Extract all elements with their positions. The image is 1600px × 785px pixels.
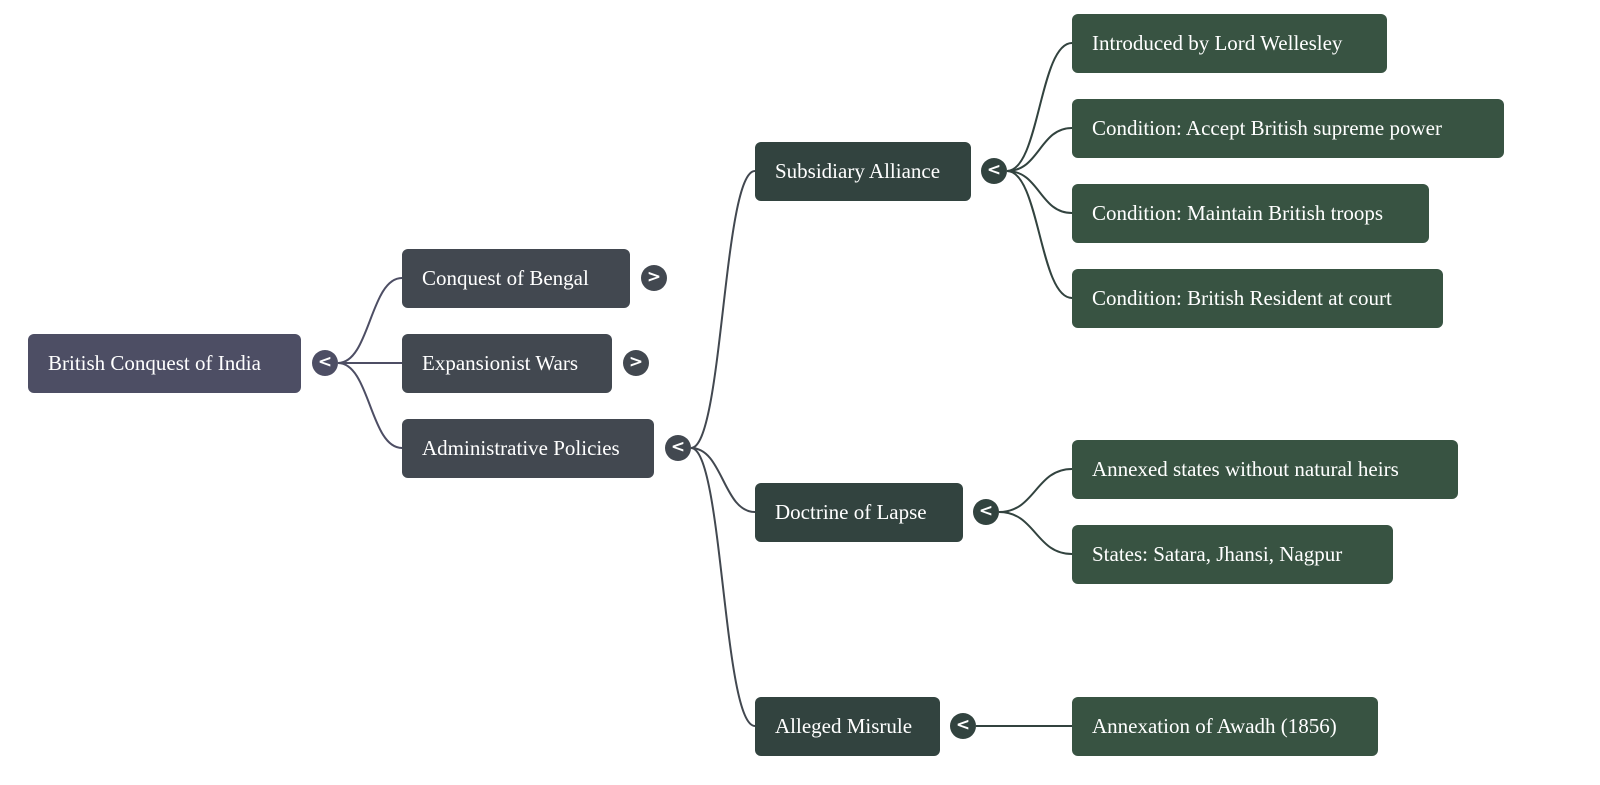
collapse-toggle-doctrine-of-lapse[interactable]: < bbox=[973, 499, 999, 525]
edge-doctrine-to-leaf-1 bbox=[998, 468, 1073, 513]
collapse-toggle-alleged-misrule[interactable]: < bbox=[950, 713, 976, 739]
node-doctrine-of-lapse[interactable]: Doctrine of Lapse bbox=[755, 483, 963, 542]
leaf-condition-maintain-british-troops[interactable]: Condition: Maintain British troops bbox=[1072, 184, 1429, 243]
edge-subsidiary-to-leaf-2 bbox=[1006, 127, 1073, 172]
leaf-states-satara-jhansi-nagpur[interactable]: States: Satara, Jhansi, Nagpur bbox=[1072, 525, 1393, 584]
leaf-annexed-states-without-natural-heirs[interactable]: Annexed states without natural heirs bbox=[1072, 440, 1458, 499]
leaf-annexation-of-awadh-1856[interactable]: Annexation of Awadh (1856) bbox=[1072, 697, 1378, 756]
leaf-condition-accept-british-supreme-power[interactable]: Condition: Accept British supreme power bbox=[1072, 99, 1504, 158]
edge-subsidiary-to-leaf-4 bbox=[1006, 170, 1073, 299]
expand-toggle-conquest-of-bengal[interactable]: > bbox=[641, 265, 667, 291]
leaf-condition-british-resident-at-court[interactable]: Condition: British Resident at court bbox=[1072, 269, 1443, 328]
node-subsidiary-alliance[interactable]: Subsidiary Alliance bbox=[755, 142, 971, 201]
edge-subsidiary-to-leaf-1 bbox=[1006, 42, 1073, 172]
edge-doctrine-to-leaf-2 bbox=[998, 511, 1073, 555]
leaf-introduced-by-lord-wellesley[interactable]: Introduced by Lord Wellesley bbox=[1072, 14, 1387, 73]
node-expansionist-wars[interactable]: Expansionist Wars bbox=[402, 334, 612, 393]
edge-root-to-conquest-of-bengal bbox=[337, 277, 403, 364]
edge-root-to-administrative-policies bbox=[337, 362, 403, 449]
node-conquest-of-bengal[interactable]: Conquest of Bengal bbox=[402, 249, 630, 308]
node-alleged-misrule[interactable]: Alleged Misrule bbox=[755, 697, 940, 756]
collapse-toggle-subsidiary-alliance[interactable]: < bbox=[981, 158, 1007, 184]
edge-admin-to-subsidiary-alliance bbox=[690, 170, 756, 449]
node-administrative-policies[interactable]: Administrative Policies bbox=[402, 419, 654, 478]
edge-subsidiary-to-leaf-3 bbox=[1006, 170, 1073, 214]
root-node[interactable]: British Conquest of India bbox=[28, 334, 301, 393]
edge-admin-to-alleged-misrule bbox=[690, 447, 756, 727]
collapse-toggle-root[interactable]: < bbox=[312, 350, 338, 376]
edge-admin-to-doctrine-of-lapse bbox=[690, 447, 756, 513]
collapse-toggle-administrative-policies[interactable]: < bbox=[665, 435, 691, 461]
expand-toggle-expansionist-wars[interactable]: > bbox=[623, 350, 649, 376]
